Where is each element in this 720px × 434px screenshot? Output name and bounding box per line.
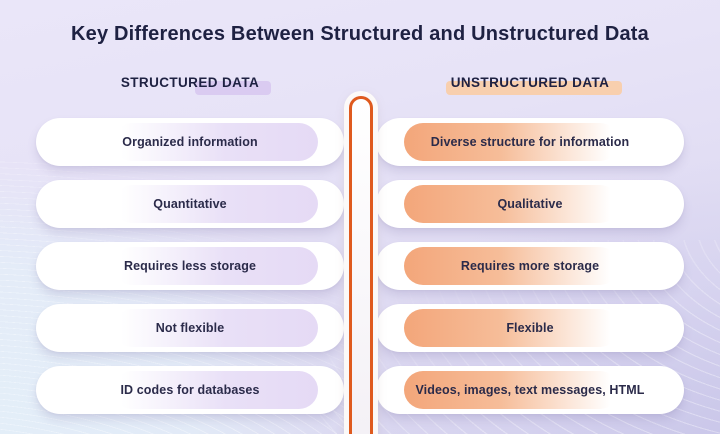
unstructured-item-pill: Flexible bbox=[376, 304, 684, 352]
pill-gradient-accent bbox=[404, 123, 619, 161]
page-title: Key Differences Between Structured and U… bbox=[70, 23, 649, 45]
pill-gradient-accent bbox=[113, 247, 318, 285]
pill-gradient-accent bbox=[404, 371, 619, 409]
pill-gradient-accent bbox=[404, 309, 619, 347]
structured-item-pill: Not flexible bbox=[36, 304, 344, 352]
unstructured-item-label: Qualitative bbox=[497, 197, 563, 211]
unstructured-item-pill: Requires more storage bbox=[376, 242, 684, 290]
pill-gradient-accent bbox=[404, 247, 619, 285]
unstructured-item-pill: Videos, images, text messages, HTML bbox=[376, 366, 684, 414]
structured-item-label: Organized information bbox=[122, 135, 258, 149]
pill-gradient-accent bbox=[113, 185, 318, 223]
center-divider-bar bbox=[349, 96, 373, 434]
structured-item-label: Not flexible bbox=[155, 321, 225, 335]
unstructured-column-header: UNSTRUCTURED DATA bbox=[376, 75, 684, 95]
pill-gradient-accent bbox=[113, 123, 318, 161]
unstructured-header-text: UNSTRUCTURED DATA bbox=[445, 75, 623, 95]
structured-item-label: ID codes for databases bbox=[120, 383, 260, 397]
unstructured-header-label: UNSTRUCTURED DATA bbox=[450, 75, 610, 90]
structured-item-pill: Requires less storage bbox=[36, 242, 344, 290]
pill-gradient-accent bbox=[113, 371, 318, 409]
unstructured-item-label: Flexible bbox=[506, 321, 554, 335]
unstructured-item-pill: Diverse structure for information bbox=[376, 118, 684, 166]
unstructured-item-label: Diverse structure for information bbox=[430, 135, 630, 149]
unstructured-item-label: Requires more storage bbox=[460, 259, 600, 273]
structured-item-label: Quantitative bbox=[153, 197, 227, 211]
unstructured-item-label: Videos, images, text messages, HTML bbox=[415, 383, 645, 397]
unstructured-item-pill: Qualitative bbox=[376, 180, 684, 228]
structured-column-header: STRUCTURED DATA bbox=[36, 75, 344, 95]
structured-item-pill: Organized information bbox=[36, 118, 344, 166]
pill-gradient-accent bbox=[404, 185, 619, 223]
structured-item-label: Requires less storage bbox=[123, 259, 257, 273]
structured-item-pill: Quantitative bbox=[36, 180, 344, 228]
pill-gradient-accent bbox=[113, 309, 318, 347]
structured-header-text: STRUCTURED DATA bbox=[120, 75, 272, 95]
structured-item-pill: ID codes for databases bbox=[36, 366, 344, 414]
structured-header-label: STRUCTURED DATA bbox=[120, 75, 260, 90]
